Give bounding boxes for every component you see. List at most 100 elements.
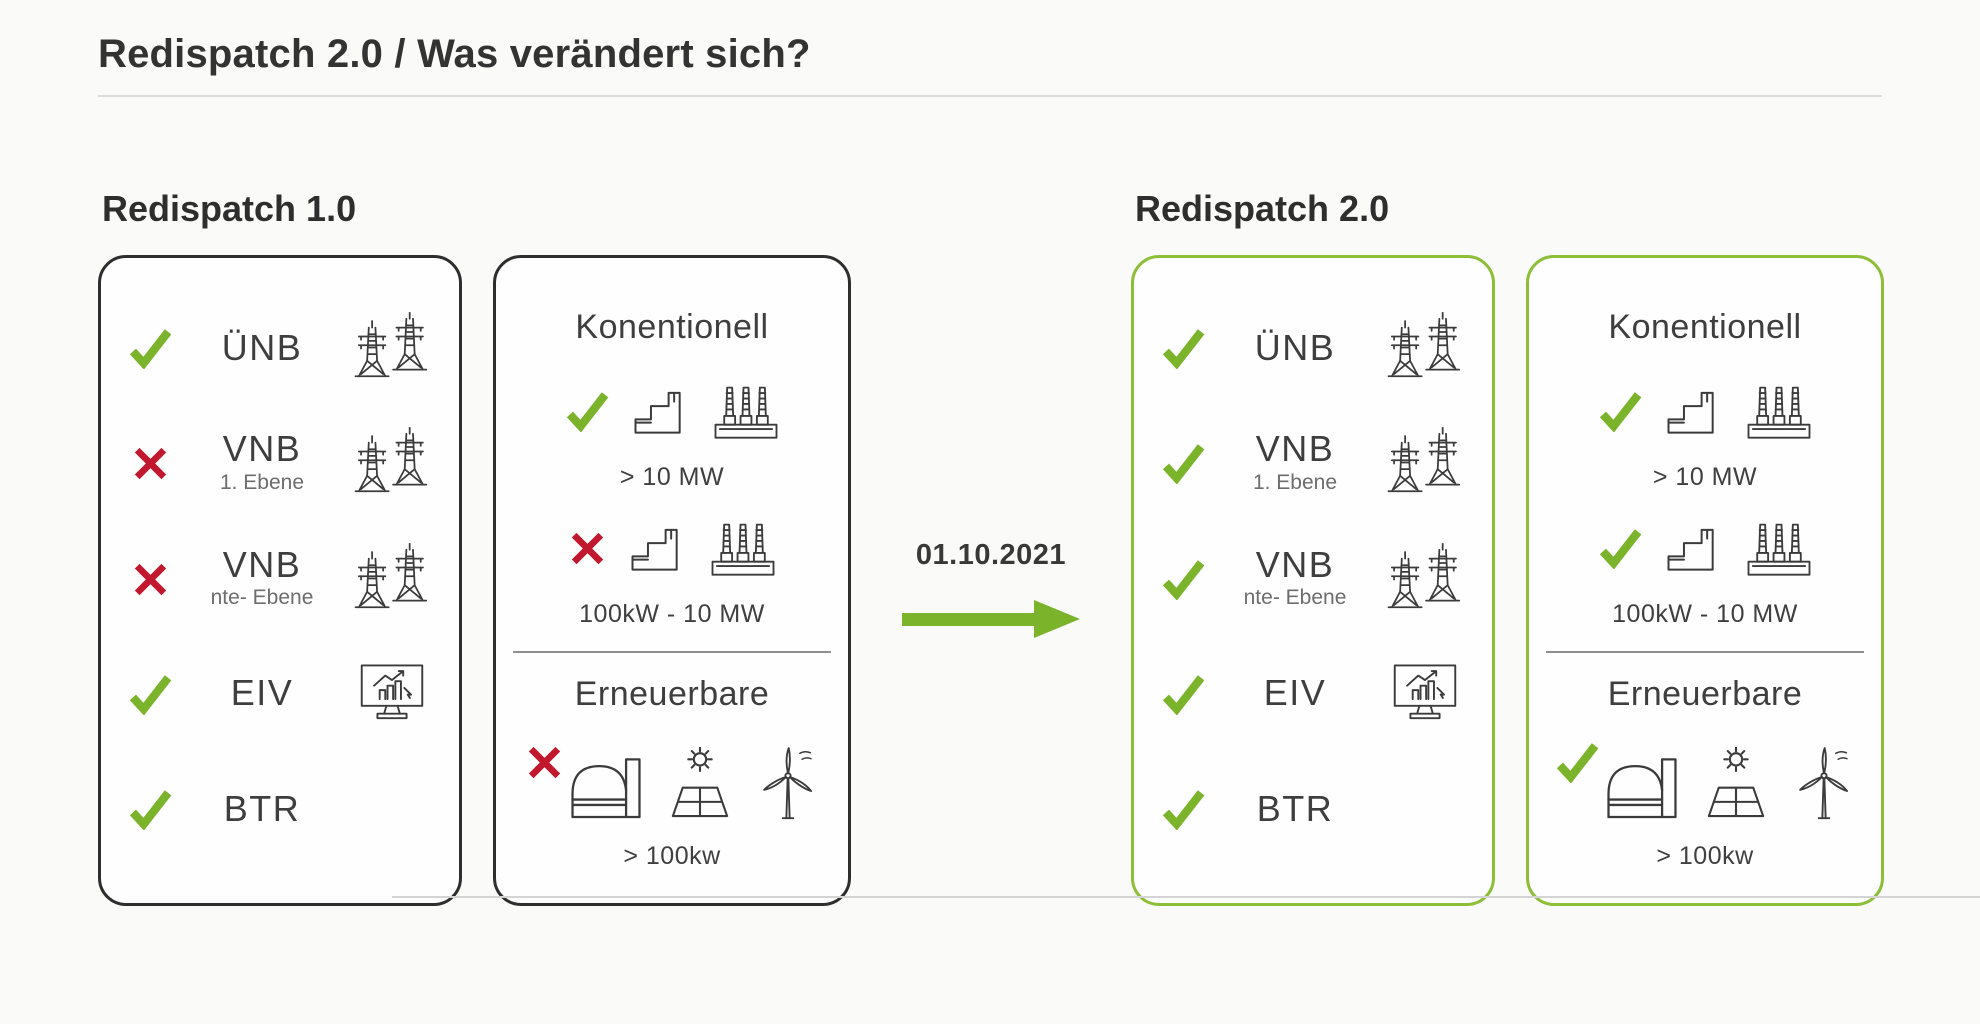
group-heading-redispatch-1: Redispatch 1.0 [102,188,357,229]
role-row-uenb: ÜNB [101,306,459,390]
status-mark [123,787,177,830]
monitor-chart-icon [356,661,428,726]
check-icon [564,389,611,432]
status-mark [123,442,177,483]
monitor-chart-icon [1389,661,1461,726]
solar-panel-icon [1699,747,1773,821]
role-label: BTR [1256,787,1334,829]
section-divider [1546,650,1864,653]
biogas-plant-icon [567,746,645,821]
transition-arrow-icon [902,600,1080,638]
role-label: VNB [222,543,302,585]
factory-icon [628,521,690,574]
cross-icon [130,442,171,483]
role-row-uenb: ÜNB [1134,306,1492,390]
plant-row-gt100kw [1554,732,1857,836]
renewable-heading: Erneuerbare [574,674,770,713]
group-heading-redispatch-2: Redispatch 2.0 [1135,188,1390,229]
role-label: BTR [223,787,301,829]
biogas-plant-icon [1603,746,1681,821]
plant-row-gt10mw [1597,365,1814,457]
capacity-caption: > 10 MW [1652,462,1758,491]
role-row-btr: BTR [101,767,459,851]
plant-row-100kw-10mw [1597,502,1814,594]
status-mark [1597,526,1644,569]
plant-row-gt100kw [524,732,821,836]
status-mark [564,389,611,432]
plants-card-redispatch-1: Konentionell > 10 MW [493,254,851,906]
plant-row-100kw-10mw [567,502,778,594]
role-label: VNB [222,428,302,470]
status-mark [1597,389,1644,432]
role-sublabel: 1. Ebene [219,471,305,495]
status-mark [123,672,177,715]
role-row-vnb-1: VNB 1. Ebene [1134,421,1492,505]
renewable-heading: Erneuerbare [1607,674,1803,713]
group-redispatch-1: Redispatch 1.0 ÜNB [98,189,851,906]
check-icon [127,672,174,715]
capacity-caption: 100kW - 10 MW [1612,599,1798,628]
status-mark [1156,441,1210,484]
pylons-icon [350,427,434,498]
pylons-icon [350,543,434,614]
status-mark [123,326,177,369]
wind-turbine-icon [1791,745,1857,823]
capacity-caption: > 100kw [623,841,721,870]
check-icon [1597,526,1644,569]
power-plant-icon [1744,380,1814,441]
comparison-area: Redispatch 1.0 ÜNB [98,189,1884,906]
group-redispatch-2: Redispatch 2.0 ÜNB [1131,189,1884,906]
check-icon [127,787,174,830]
bottom-divider [392,895,1980,898]
check-icon [127,326,174,369]
role-row-btr: BTR [1134,767,1492,851]
role-row-vnb-nte: VNB nte- Ebene [101,536,459,620]
arrow-shaft [902,612,1034,626]
status-mark [524,741,565,782]
status-mark [567,527,608,568]
conventional-heading: Konentionell [1608,307,1802,346]
capacity-caption: > 10 MW [619,462,725,491]
pylons-icon [1383,312,1467,383]
status-mark [1554,740,1601,783]
check-icon [1160,787,1207,830]
plants-card-redispatch-2: Konentionell > 10 MW [1526,254,1884,906]
solar-panel-icon [663,747,737,821]
role-sublabel: nte- Ebene [1243,586,1347,610]
transition-date: 01.10.2021 [915,539,1067,571]
check-icon [1160,557,1207,600]
wind-turbine-icon [755,745,821,823]
roles-card-redispatch-2: ÜNB VNB 1. Ebene [1131,254,1495,906]
pylons-icon [1383,543,1467,614]
role-sublabel: 1. Ebene [1252,471,1338,495]
power-plant-icon [711,380,781,441]
plant-row-gt10mw [564,365,781,457]
role-row-vnb-nte: VNB nte- Ebene [1134,536,1492,620]
status-mark [1156,787,1210,830]
check-icon [1597,389,1644,432]
role-row-vnb-1: VNB 1. Ebene [101,421,459,505]
check-icon [1160,672,1207,715]
check-icon [1160,441,1207,484]
role-row-eiv: EIV [1134,651,1492,735]
factory-icon [631,384,693,437]
slide: Redispatch 2.0 / Was verändert sich? Red… [98,32,1980,906]
status-mark [1156,557,1210,600]
cross-icon [567,527,608,568]
role-sublabel: nte- Ebene [210,586,314,610]
capacity-caption: 100kW - 10 MW [579,599,765,628]
role-row-eiv: EIV [101,651,459,735]
factory-icon [1664,384,1726,437]
status-mark [123,558,177,599]
section-divider [513,650,831,653]
pylons-icon [1383,427,1467,498]
capacity-caption: > 100kw [1656,841,1754,870]
pylons-icon [350,312,434,383]
role-label: ÜNB [1254,326,1336,368]
arrow-head [1034,600,1080,638]
transition-column: 01.10.2021 [851,189,1131,638]
roles-card-redispatch-1: ÜNB VNB 1. Ebene [98,254,462,906]
page-title: Redispatch 2.0 / Was verändert sich? [98,32,811,76]
status-mark [1156,326,1210,369]
role-label: VNB [1255,428,1335,470]
